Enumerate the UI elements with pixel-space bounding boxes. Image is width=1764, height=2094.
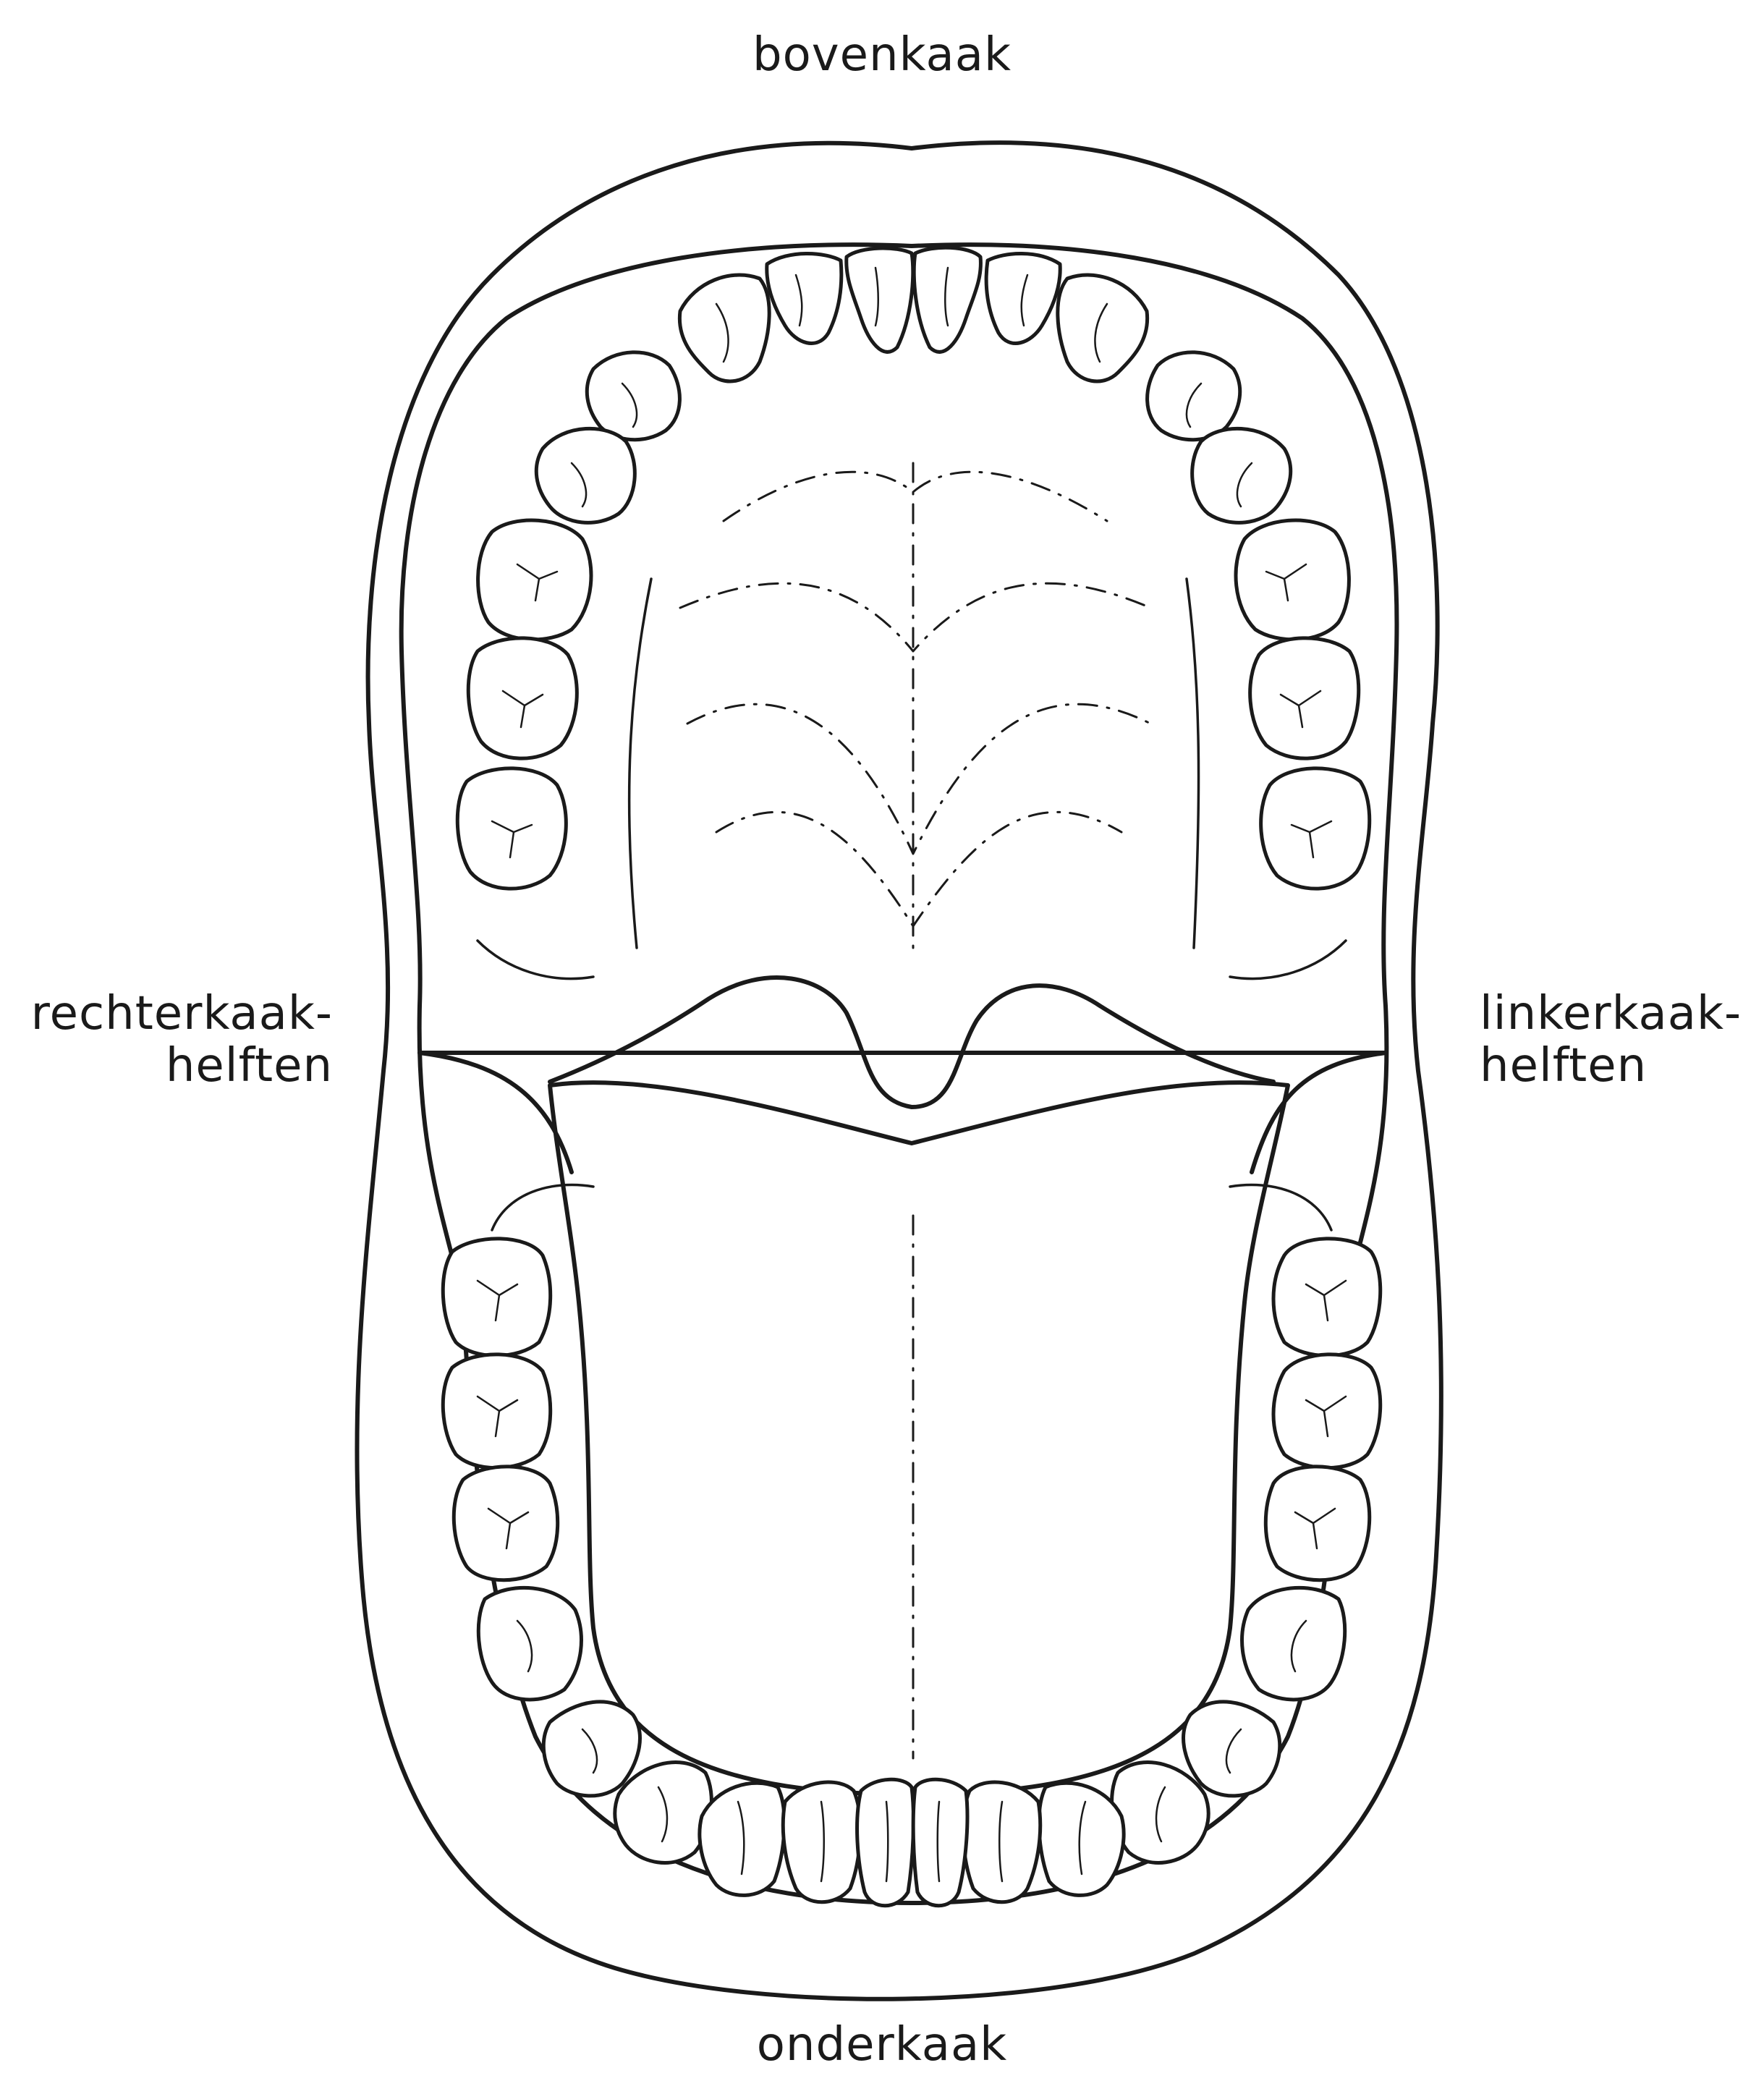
cheek-fold-lower-right: [1230, 1185, 1331, 1231]
palate-ridge-3: [687, 704, 1150, 854]
lower-tooth-central-left: [857, 1779, 914, 1905]
lower-tooth-37: [1273, 1355, 1381, 1468]
lower-tooth-48: [443, 1239, 550, 1356]
lower-tooth-32: [1039, 1783, 1124, 1895]
lower-tooth-41: [783, 1782, 860, 1902]
upper-tooth-17: [468, 638, 577, 758]
tongue-outline: [550, 1082, 1288, 1794]
lower-tooth-46: [454, 1467, 557, 1580]
upper-tooth-15: [536, 428, 635, 522]
cheek-fold-lower-left: [492, 1185, 593, 1231]
upper-tooth-16: [478, 520, 591, 640]
palate-ridge-4: [716, 812, 1121, 926]
upper-tooth-21: [914, 247, 980, 352]
lower-tooth-central-right: [913, 1779, 967, 1905]
lower-tooth-47: [443, 1355, 550, 1468]
palate-outline-right: [1187, 579, 1199, 948]
upper-tooth-24: [1148, 352, 1240, 440]
upper-tooth-27: [1250, 638, 1359, 758]
cheek-fold-upper-left: [478, 941, 593, 979]
lower-tooth-33: [1112, 1763, 1209, 1863]
upper-tooth-22: [986, 253, 1060, 343]
lower-tooth-42: [700, 1783, 784, 1895]
lower-tooth-31: [963, 1782, 1040, 1902]
palate-outline-left: [629, 579, 651, 948]
upper-tooth-11: [847, 248, 913, 352]
upper-tooth-18: [457, 768, 566, 889]
upper-tooth-26: [1236, 520, 1349, 640]
lower-tooth-38: [1273, 1239, 1381, 1356]
lower-tooth-34: [1184, 1702, 1280, 1796]
upper-tooth-23: [1058, 275, 1148, 381]
lower-tooth-43: [615, 1763, 712, 1863]
lower-tooth-36: [1265, 1467, 1369, 1580]
tongue-edge-left: [420, 1053, 572, 1172]
palate-ridge-2: [680, 583, 1150, 651]
outer-lip-outline: [357, 143, 1441, 1999]
upper-tooth-13: [679, 275, 769, 381]
palate-ridge-1: [724, 472, 1107, 521]
cheek-fold-upper-right: [1230, 941, 1346, 979]
lower-tooth-44: [543, 1702, 640, 1796]
upper-tooth-12: [767, 253, 841, 343]
